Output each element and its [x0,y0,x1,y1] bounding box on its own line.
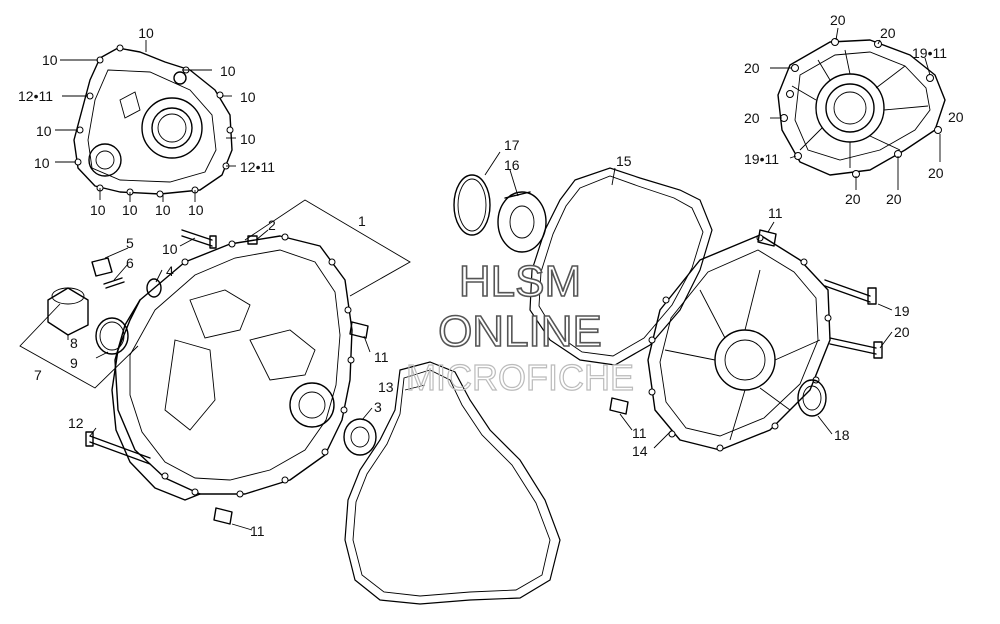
small-parts-left [47,229,377,525]
callout-label: 19•11 [912,45,947,61]
callout-label: 19 [894,303,910,319]
callout-label: 10 [220,63,236,79]
callout-label: 10 [90,202,106,218]
callout-label: 4 [166,263,174,279]
callout-label: 14 [632,443,648,459]
callouts-top-right: 20 20 20 19•11 20 19•11 20 20 20 20 [744,12,964,207]
callout-label: 9 [70,355,78,371]
callout-label: 10 [162,241,178,257]
callout-label: 20 [744,60,760,76]
watermark-line-1: HLSM [459,257,581,306]
callout-label: 6 [126,255,134,271]
callout-label: 20 [845,191,861,207]
watermark-line-3: MICROFICHE [406,357,634,398]
callout-label: 3 [374,399,382,415]
callout-label: 16 [504,157,520,173]
callouts-top-left: 10 10 10 10 12•11 10 10 10 12•11 10 10 1… [18,25,275,218]
callout-label: 1 [358,213,366,229]
callout-label: 8 [70,335,78,351]
callout-label: 11 [250,523,265,539]
callout-label: 20 [744,110,760,126]
gasket-15 [529,167,713,366]
callout-label: 10 [240,131,256,147]
callout-label: 7 [34,367,42,383]
watermark-line-2: ONLINE [438,307,602,356]
callout-label: 19•11 [744,151,779,167]
watermark: HLSM ONLINE MICROFICHE [405,256,634,398]
callout-label: 20 [948,109,964,125]
callout-label: 20 [928,165,944,181]
bracket-1 [244,199,411,297]
callout-label: 10 [138,25,154,41]
small-parts-right [609,229,883,417]
callout-label: 12•11 [18,88,53,104]
callout-label: 5 [126,235,134,251]
callout-label: 2 [268,217,276,233]
callout-label: 15 [616,153,632,169]
callout-label: 10 [188,202,204,218]
callout-label: 13 [378,379,394,395]
left-cover-top-view [73,44,234,198]
gasket-13 [344,361,561,605]
callout-label: 12•11 [240,159,275,175]
clutch-cover [647,234,832,452]
callout-label: 17 [504,137,520,153]
callout-label: 20 [894,324,910,340]
callout-label: 11 [768,205,783,221]
callout-label: 20 [830,12,846,28]
callout-label: 11 [632,425,647,441]
callout-label: 10 [155,202,171,218]
callout-label: 20 [886,191,902,207]
callout-label: 10 [240,89,256,105]
crankcase-cover [111,233,355,501]
callout-label: 18 [834,427,850,443]
callout-label: 10 [36,123,52,139]
callouts-main: 1 2 10 5 6 4 7 8 9 11 3 12 11 13 17 16 1… [34,137,910,539]
callout-label: 10 [122,202,138,218]
callout-label: 10 [42,52,58,68]
gasket-15-inner [538,175,704,357]
callout-label: 11 [374,349,389,365]
bracket-7 [19,303,139,389]
gasket-13-inner [352,369,551,597]
ring-and-bearing [453,174,547,253]
callout-label: 20 [880,25,896,41]
callout-label: 12 [68,415,84,431]
leader-lines [55,27,941,531]
callout-label: 10 [34,155,50,171]
